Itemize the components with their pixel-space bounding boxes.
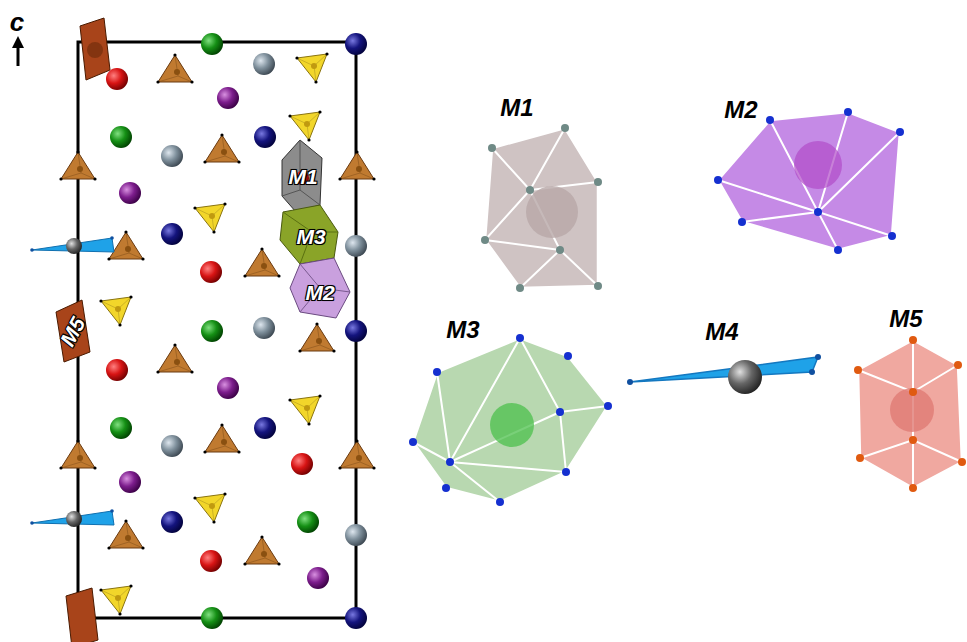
m5-polyhedron [854, 336, 966, 492]
m4-triangle [627, 354, 821, 394]
site-label: M3 [446, 318, 479, 342]
site-label: M4 [705, 320, 738, 344]
site-label: M2 [305, 282, 334, 303]
m3-polyhedron [409, 334, 612, 506]
site-label: M5 [889, 307, 922, 331]
site-label: M1 [288, 166, 317, 187]
m2-polyhedron [714, 108, 904, 254]
atoms [106, 33, 367, 629]
site-label: M3 [296, 226, 325, 247]
axis-label: c [10, 9, 24, 35]
site-label: M2 [724, 98, 757, 122]
m1-polyhedron [481, 124, 602, 292]
site-label: M1 [500, 96, 533, 120]
